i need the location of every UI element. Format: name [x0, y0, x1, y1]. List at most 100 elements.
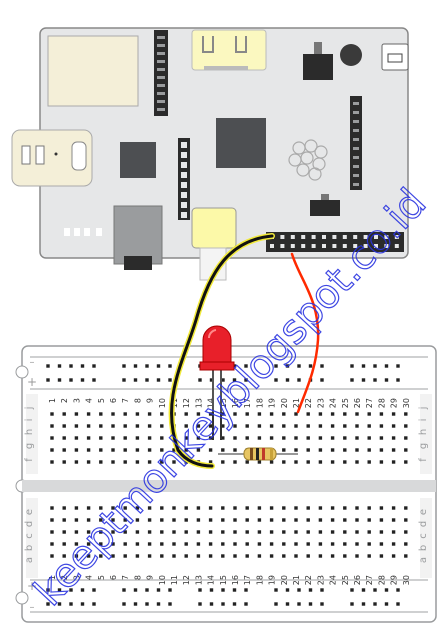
terminal-hole — [208, 412, 213, 416]
terminal-hole — [306, 424, 310, 428]
terminal-hole — [379, 554, 384, 558]
terminal-hole — [330, 554, 335, 558]
terminal-hole — [86, 436, 91, 440]
rail-hole — [297, 602, 301, 606]
rail-hole — [209, 602, 214, 606]
terminal-hole — [50, 530, 54, 534]
terminal-hole — [355, 518, 359, 522]
terminal-hole — [343, 460, 347, 464]
terminal-hole — [245, 554, 249, 558]
gpio-pin — [270, 244, 274, 248]
column-number: 3 — [72, 398, 81, 403]
terminal-hole — [269, 506, 274, 510]
terminal-hole — [208, 530, 213, 534]
terminal-hole — [99, 542, 103, 546]
terminal-hole — [184, 506, 188, 510]
rail-hole — [350, 588, 354, 592]
terminal-hole — [172, 460, 176, 464]
rail-hole — [396, 602, 400, 606]
terminal-hole — [282, 554, 286, 558]
terminal-hole — [123, 436, 127, 440]
column-number: 5 — [97, 575, 106, 580]
terminal-hole — [355, 412, 359, 416]
header-pin — [181, 202, 187, 208]
terminal-hole — [50, 506, 54, 510]
terminal-hole — [99, 530, 103, 534]
rail-hole — [80, 364, 85, 368]
gpio-aux-header — [178, 138, 190, 220]
column-number: 14 — [207, 398, 216, 408]
rail-hole — [361, 588, 366, 592]
rail-hole — [46, 364, 50, 368]
terminal-hole — [123, 424, 127, 428]
rail-hole — [285, 378, 290, 382]
terminal-hole — [221, 542, 225, 546]
terminal-hole — [99, 424, 103, 428]
terminal-hole — [62, 448, 66, 452]
terminal-hole — [196, 518, 201, 522]
terminal-hole — [123, 518, 127, 522]
connector-pin — [353, 156, 359, 159]
column-number: 30 — [402, 398, 411, 408]
column-number: 9 — [146, 398, 155, 403]
rail-hole — [209, 588, 214, 592]
center-channel — [22, 480, 436, 492]
column-number: 10 — [158, 575, 167, 585]
terminal-hole — [50, 460, 54, 464]
terminal-hole — [355, 424, 359, 428]
terminal-hole — [379, 424, 384, 428]
terminal-hole — [367, 460, 371, 464]
rail-hole — [80, 588, 85, 592]
rail-hole — [221, 588, 225, 592]
terminal-hole — [367, 506, 371, 510]
terminal-hole — [391, 460, 396, 464]
terminal-hole — [62, 506, 66, 510]
gpio-pin — [301, 235, 306, 239]
rail-hole — [384, 588, 389, 592]
terminal-hole — [245, 506, 249, 510]
gpio-pin — [280, 235, 285, 239]
rail-hole — [122, 378, 126, 382]
column-number: 10 — [158, 398, 167, 408]
terminal-hole — [318, 554, 323, 558]
gpio-pin — [301, 244, 306, 248]
column-number: 30 — [402, 575, 411, 585]
terminal-hole — [86, 460, 91, 464]
terminal-hole — [367, 530, 371, 534]
terminal-hole — [318, 530, 323, 534]
terminal-hole — [294, 424, 298, 428]
terminal-hole — [135, 530, 140, 534]
terminal-hole — [50, 412, 54, 416]
terminal-hole — [391, 542, 396, 546]
rail-hole — [361, 378, 366, 382]
terminal-hole — [404, 554, 408, 558]
terminal-hole — [355, 506, 359, 510]
usb-chip — [120, 142, 156, 178]
rail-hole — [350, 602, 354, 606]
rail-hole — [57, 378, 62, 382]
terminal-hole — [391, 530, 396, 534]
connector-pin — [157, 92, 165, 95]
rail-hole — [46, 378, 50, 382]
rail-hole — [244, 602, 248, 606]
terminal-hole — [318, 448, 323, 452]
terminal-hole — [343, 412, 347, 416]
terminal-hole — [233, 542, 237, 546]
rail-hole — [308, 588, 313, 592]
terminal-hole — [208, 436, 213, 440]
rail-hole — [198, 588, 202, 592]
terminal-hole — [404, 436, 408, 440]
column-number: 9 — [146, 575, 155, 580]
rail-hole — [69, 378, 73, 382]
gpio-pin — [280, 244, 285, 248]
connector-pin — [157, 100, 165, 103]
connector-pin — [353, 165, 359, 168]
terminal-hole — [391, 554, 396, 558]
row-letter: i — [24, 419, 35, 422]
column-number: 18 — [255, 398, 264, 408]
terminal-hole — [233, 436, 237, 440]
column-number: 4 — [85, 575, 94, 580]
terminal-hole — [135, 436, 140, 440]
terminal-hole — [208, 542, 213, 546]
terminal-hole — [367, 542, 371, 546]
